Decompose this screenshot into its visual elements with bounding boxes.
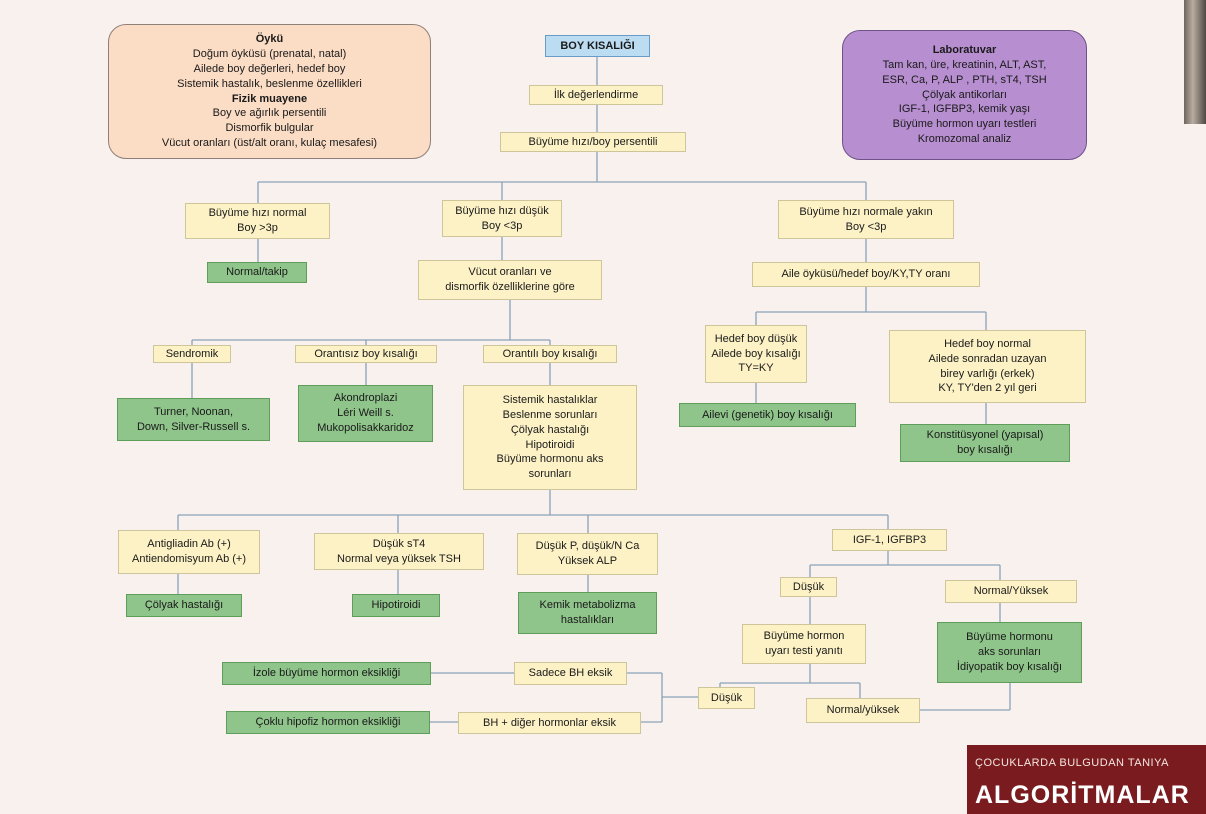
node-line: Boy <3p [845,220,887,233]
body-ratio-node: Vücut oranları ve dismorfik özelliklerin… [418,260,602,300]
node-line: Yüksek ALP [557,555,618,567]
node-line: Sistemik hastalıklar [502,393,598,406]
node-line: Boy <3p [481,219,523,232]
node-line: sorunları [528,468,572,481]
node-line: Turner, Noonan, [153,405,234,418]
multiple-pituitary-deficiency-node: Çoklu hipofiz hormon eksikliği [226,711,430,734]
history-item: Ailede boy değerleri, hedef boy [193,62,346,75]
node-line: İdiyopatik boy kısalığı [956,660,1063,673]
target-low-node: Hedef boy düşük Ailede boy kısalığı TY=K… [705,325,807,383]
node-line: boy kısalığı [957,444,1013,456]
exam-item: Boy ve ağırlık persentili [212,107,327,120]
exam-item: Dismorfik bulgular [225,122,314,135]
growth-near-normal-node: Büyüme hızı normale yakın Boy <3p [778,200,954,239]
igf-low-node: Düşük [780,577,837,597]
target-normal-node: Hedef boy normal Ailede sonradan uzayan … [889,330,1086,403]
growth-low-node: Büyüme hızı düşük Boy <3p [442,200,562,237]
node-line: Boy >3p [237,222,278,234]
constitutional-delay-node: Konstitüsyonel (yapısal) boy kısalığı [900,424,1070,462]
lab-item: Tam kan, üre, kreatinin, ALT, AST, [882,58,1047,71]
node-line: uyarı testi yanıtı [765,645,843,657]
node-line: Hedef boy normal [944,337,1031,350]
systemic-causes-node: Sistemik hastalıklar Beslenme sorunları … [463,385,637,490]
disproportionate-node: Orantısız boy kısalığı [295,345,437,363]
node-line: dismorfik özelliklerine göre [445,281,575,293]
gh-stimulation-test-node: Büyüme hormon uyarı testi yanıtı [742,624,866,664]
node-line: Büyüme hızı düşük [455,204,549,217]
history-item: Sistemik hastalık, beslenme özellikleri [177,77,362,90]
node-line: hastalıkları [560,614,615,626]
syndromes-node: Turner, Noonan, Down, Silver-Russell s. [117,398,270,441]
exam-heading: Fizik muayene [231,92,308,105]
lab-item: IGF-1, IGFBP3, kemik yaşı [898,103,1031,116]
node-line: Antiendomisyum Ab (+) [131,553,247,565]
node-line: Düşük P, düşük/N Ca [535,540,640,553]
initial-eval-node: İlk değerlendirme [529,85,663,105]
skeletal-dysplasia-node: Akondroplazi Léri Weill s. Mukopolisakka… [298,385,433,442]
node-line: Léri Weill s. [337,407,394,420]
node-line: Hedef boy düşük [714,332,798,345]
lab-heading: Laboratuvar [932,44,997,57]
low-phosphate-node: Düşük P, düşük/N Ca Yüksek ALP [517,533,658,575]
node-line: Büyüme hızı normale yakın [799,205,933,218]
isolated-gh-deficiency-node: İzole büyüme hormon eksikliği [222,662,431,685]
node-line: Ailede boy kısalığı [711,347,801,360]
exam-item: Vücut oranları (üst/alt oranı, kulaç mes… [161,137,378,150]
low-st4-node: Düşük sT4 Normal veya yüksek TSH [314,533,484,570]
growth-normal-node: Büyüme hızı normal Boy >3p [185,203,330,239]
test-normal-high-node: Normal/yüksek [806,698,920,723]
growth-rate-node: Büyüme hızı/boy persentili [500,132,686,152]
history-box: Öykü Doğum öyküsü (prenatal, natal) Aile… [108,24,431,159]
node-line: Büyüme hormon [763,630,845,643]
lab-item: Büyüme hormon uyarı testleri [892,118,1037,131]
celiac-disease-node: Çölyak hastalığı [126,594,242,617]
photo-thumbnail [1184,0,1206,124]
familial-short-stature-node: Ailevi (genetik) boy kısalığı [679,403,856,427]
node-line: Düşük sT4 [372,537,426,550]
node-line: Akondroplazi [333,392,398,405]
banner-subtitle: ÇOCUKLARDA BULGUDAN TANIYA [975,757,1169,769]
page-title: BOY KISALIĞI [545,35,650,57]
lab-item: ESR, Ca, P, ALP , PTH, sT4, TSH [882,73,1047,86]
igf-normal-high-node: Normal/Yüksek [945,580,1077,603]
node-line: Mukopolisakkaridoz [317,421,414,434]
history-item: Doğum öyküsü (prenatal, natal) [192,47,347,60]
test-low-node: Düşük [698,687,755,709]
only-gh-deficient-node: Sadece BH eksik [514,662,627,685]
node-line: Büyüme hormonu [966,631,1053,644]
book-banner: ÇOCUKLARDA BULGUDAN TANIYA ALGORİTMALAR [967,745,1206,814]
banner-title: ALGORİTMALAR [975,781,1190,809]
node-line: Konstitüsyonel (yapısal) [926,429,1044,442]
lab-item: Çölyak antikorları [922,88,1007,101]
proportionate-node: Orantılı boy kısalığı [483,345,617,363]
syndromic-node: Sendromik [153,345,231,363]
celiac-antibody-node: Antigliadin Ab (+) Antiendomisyum Ab (+) [118,530,260,574]
node-line: Beslenme sorunları [502,408,598,421]
node-line: Vücut oranları ve [468,266,552,279]
hypothyroidism-node: Hipotiroidi [352,594,440,617]
normal-followup-node: Normal/takip [207,262,307,283]
lab-box: Laboratuvar Tam kan, üre, kreatinin, ALT… [842,30,1087,160]
bone-metabolism-node: Kemik metabolizma hastalıkları [518,592,657,634]
node-line: KY, TY'den 2 yıl geri [938,382,1037,395]
node-line: TY=KY [738,362,774,375]
node-line: Ailede sonradan uzayan [928,352,1047,365]
node-line: Down, Silver-Russell s. [136,420,251,433]
node-line: Büyüme hormonu aks [496,453,604,466]
lab-item: Kromozomal analiz [917,133,1012,146]
node-line: Normal veya yüksek TSH [337,552,461,565]
gh-plus-other-hormones-node: BH + diğer hormonlar eksik [458,712,641,734]
igf-node: IGF-1, IGFBP3 [832,529,947,551]
history-heading: Öykü [255,33,284,46]
node-line: Antigliadin Ab (+) [147,538,231,551]
node-line: birey varlığı (erkek) [940,367,1035,380]
node-line: Kemik metabolizma [539,599,636,612]
node-line: Büyüme hızı normal [208,207,307,220]
node-line: Hipotiroidi [525,438,575,451]
gh-axis-idiopathic-node: Büyüme hormonu aks sorunları İdiyopatik … [937,622,1082,683]
family-history-node: Aile öyküsü/hedef boy/KY,TY oranı [752,262,980,287]
node-line: Çölyak hastalığı [510,423,590,436]
node-line: aks sorunları [978,646,1041,659]
